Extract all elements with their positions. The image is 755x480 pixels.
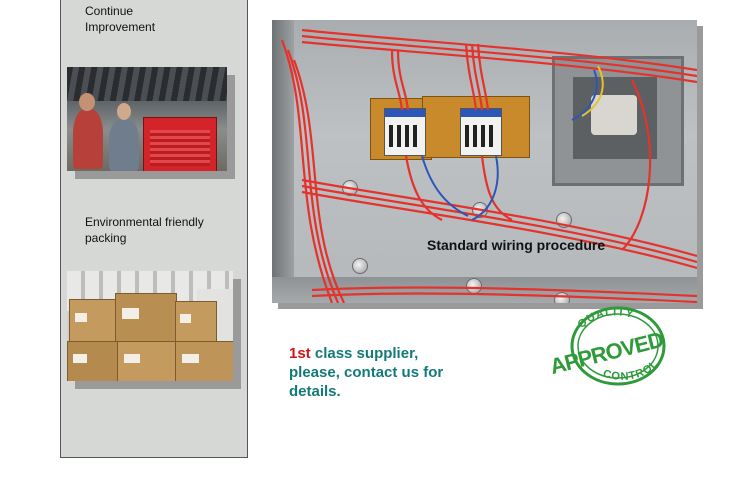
- supplier-line-1: 1st class supplier,: [289, 344, 443, 363]
- panel-caption: Standard wiring procedure: [427, 237, 606, 253]
- caption-line: Environmental friendly: [85, 215, 204, 229]
- sidebar: Continue Improvement Environmental frien…: [60, 0, 248, 458]
- caption-line: Continue: [85, 4, 134, 18]
- caption-line: Improvement: [85, 20, 156, 34]
- contactor-icon: [384, 108, 426, 156]
- continue-improvement-caption: Continue Improvement: [85, 3, 155, 35]
- wiring-panel-photo: Standard wiring procedure: [272, 20, 697, 303]
- supplier-line-1-rest: class supplier,: [310, 345, 419, 362]
- wires-illustration: [280, 28, 697, 303]
- caption-line: packing: [85, 231, 127, 245]
- quality-approved-stamp-icon: QUALITY APPROVED CONTROL: [547, 306, 666, 386]
- supplier-line-3: details.: [289, 383, 341, 400]
- contactor-icon: [460, 108, 502, 156]
- first-highlight: 1st: [289, 345, 311, 362]
- supplier-contact-text: 1st class supplier, please, contact us f…: [289, 344, 443, 401]
- environmental-packing-caption: Environmental friendly packing: [85, 214, 204, 246]
- supplier-line-2: please, contact us for: [289, 364, 444, 381]
